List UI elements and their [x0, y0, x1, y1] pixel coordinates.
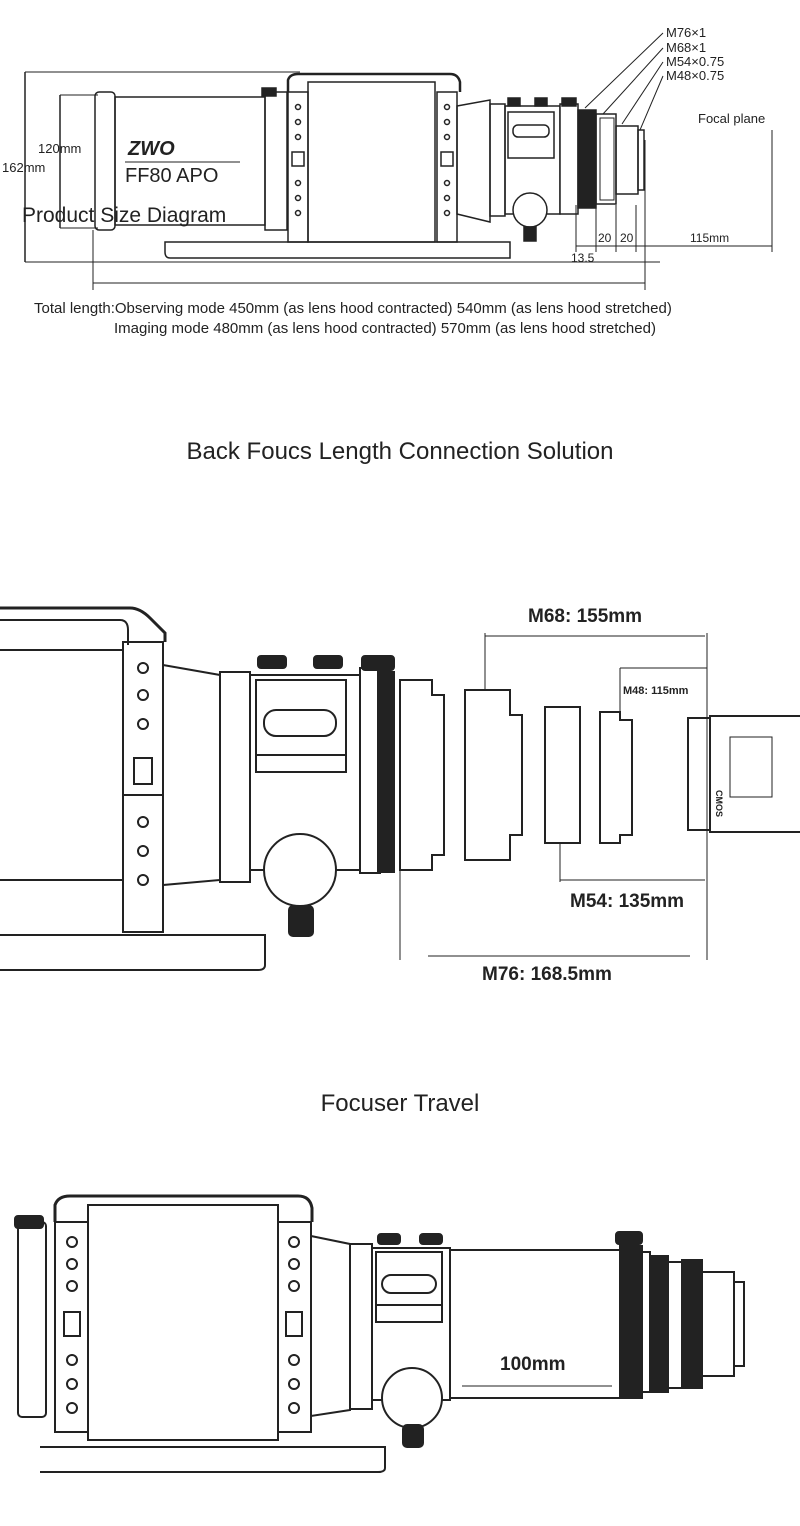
total-length-line2: Imaging mode 480mm (as lens hood contrac…: [114, 320, 656, 337]
cmos-label: CMOS: [714, 790, 724, 817]
back-focus-diagram: M68: 155mm M48: 115mm M54: 135mm M76: 16…: [0, 606, 800, 985]
brand-logo: ZWO: [127, 138, 175, 160]
total-length-line1: Total length:Observing mode 450mm (as le…: [34, 300, 672, 317]
seg-13-5-label: 13.5: [571, 251, 595, 265]
m68-label: M68: 155mm: [528, 606, 642, 627]
product-size-diagram: ZWO FF80 APO Product Size Diagram 120mm …: [2, 25, 773, 337]
focal-plane-label: Focal plane: [698, 111, 765, 126]
model-name: FF80 APO: [125, 165, 218, 187]
base-plate: [0, 934, 266, 971]
back-focus-title: Back Foucs Length Connection Solution: [186, 438, 614, 465]
m54-spacer: [544, 706, 581, 844]
thread-m48: M48×0.75: [666, 68, 724, 83]
dim-162-label: 162mm: [2, 160, 45, 175]
m48-adapter: [599, 711, 633, 844]
thread-m54: M54×0.75: [666, 54, 724, 69]
travel-label: 100mm: [500, 1354, 566, 1375]
lens-hood: [17, 1221, 47, 1418]
m48-label: M48: 115mm: [623, 685, 689, 697]
focuser-travel-title: Focuser Travel: [320, 1090, 480, 1117]
seg-20a-label: 20: [598, 231, 612, 245]
dovetail-plate: [164, 241, 511, 259]
m76-adapter: [399, 679, 445, 871]
m68-adapter: [464, 689, 523, 861]
dim-120-label: 120mm: [38, 141, 81, 156]
thread-m68: M68×1: [666, 40, 706, 55]
seg-115-label: 115mm: [690, 231, 729, 245]
thread-m76: M76×1: [666, 25, 706, 40]
drawtube: [449, 1249, 621, 1399]
diagram-caption: Product Size Diagram: [22, 204, 226, 227]
focus-knob: [381, 1367, 443, 1429]
m76-label: M76: 168.5mm: [482, 964, 612, 985]
seg-20b-label: 20: [620, 231, 634, 245]
m54-label: M54: 135mm: [570, 891, 684, 912]
base-plate: [40, 1446, 386, 1473]
